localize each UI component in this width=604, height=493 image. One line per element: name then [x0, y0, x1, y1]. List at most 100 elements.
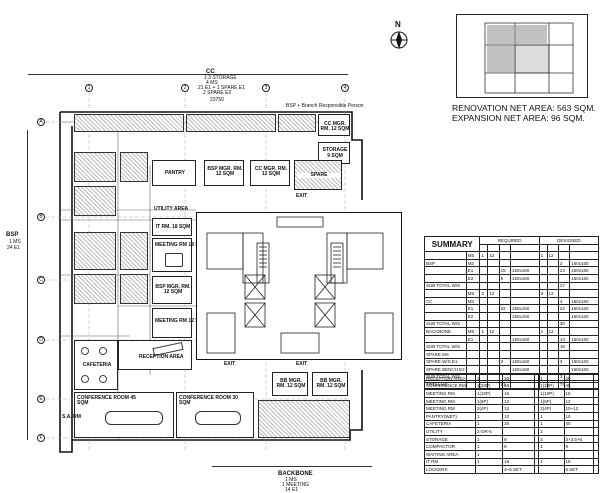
summary-cell	[546, 296, 559, 306]
summary-row: SPARE MS	[424, 349, 599, 359]
summary-cell: 160x160	[569, 258, 599, 268]
col-header	[538, 243, 548, 253]
summary-cell	[593, 465, 599, 474]
summary-cell: 18	[563, 457, 595, 467]
summary-cell	[538, 319, 548, 329]
summary-cell: 5	[498, 273, 511, 283]
summary-cell: 3	[479, 289, 489, 298]
summary-cell	[502, 449, 535, 459]
summary-cell	[487, 311, 500, 321]
cafe-table	[99, 347, 107, 355]
summary-cell	[563, 427, 595, 436]
room-storage-top: STORAGE 9 SQM	[318, 142, 350, 164]
summary-cell	[538, 342, 548, 351]
summary-cell: MS	[465, 289, 481, 298]
summary-cell	[509, 342, 540, 351]
summary-cell	[487, 342, 500, 351]
summary-cell	[465, 342, 481, 351]
bottom-dimension-line	[212, 466, 372, 467]
summary-cell: 22	[498, 304, 511, 313]
conference-table	[105, 411, 163, 425]
col-header	[509, 243, 540, 253]
summary-cell	[593, 396, 599, 406]
building-core	[196, 212, 402, 360]
summary-cell	[593, 404, 599, 413]
summary-row-label: WAITING AREA	[424, 449, 476, 459]
summary-cell: E2	[465, 311, 481, 321]
summary-cell	[498, 251, 511, 260]
room-spare-top: SPARE	[294, 160, 342, 190]
workstation-cluster-left-4	[74, 274, 116, 304]
summary-required-header: REQUIRED	[479, 236, 540, 245]
summary-cell	[479, 342, 489, 351]
left-note-1: 1 MS	[9, 239, 21, 245]
workstation-cluster-mid-1	[120, 152, 148, 182]
top-note-3: 21 E1 + 1 SPARE E1	[198, 85, 246, 91]
room-label: BB MGR. RM. 12 SQM	[276, 378, 306, 389]
bottom-note-3: 14 E1	[285, 487, 299, 493]
summary-cell: 1(10P)	[474, 389, 504, 398]
summary-cell: 24	[557, 266, 571, 275]
left-dimension-label: BSP	[6, 232, 19, 238]
summary-row-label: MEETING RM	[424, 404, 476, 413]
utility-area-label: UTILITY AREA	[154, 206, 189, 212]
summary-cell: 12	[502, 396, 535, 406]
summary-cell: 1	[479, 327, 489, 336]
summary-cell: 12	[563, 396, 595, 406]
summary-row-label: SPARE BENCH E2	[424, 365, 467, 374]
summary-cell: 4~5 SET	[502, 465, 535, 474]
summary-cell: 160x160	[569, 311, 599, 321]
summary-row-label: LOCKERS	[424, 465, 476, 474]
room-label: STORAGE	[322, 147, 348, 153]
summary-cell	[502, 427, 535, 436]
workstation-cluster-bottom	[258, 400, 350, 438]
summary-row-label: STORAGE	[424, 434, 476, 444]
summary-cell	[465, 357, 481, 367]
room-label: CC MGR. RM. 12 SQM	[320, 121, 350, 132]
summary-cell	[569, 289, 599, 298]
summary-cell: 22	[557, 304, 571, 313]
summary-cell: 160x160	[509, 273, 540, 283]
summary-cell: E1	[465, 266, 481, 275]
summary-row-label: MEETING RM	[424, 389, 476, 398]
summary-cell	[538, 449, 565, 459]
summary-cell	[487, 365, 500, 374]
summary-cell: 160x160	[509, 304, 540, 313]
room-label: BSP MGR. RM. 12 SQM	[155, 284, 191, 295]
summary-cell	[593, 381, 599, 391]
summary-cell	[546, 311, 559, 321]
summary-cell	[487, 334, 500, 344]
summary-cell: 160x160	[509, 365, 540, 374]
room-label: CONFERENCE ROOM 45 SQM	[77, 395, 136, 406]
summary-cell: 40	[563, 419, 595, 429]
summary-cell	[509, 251, 540, 260]
sa-room-label: S.A. RM	[62, 414, 81, 420]
top-dimension-label: CC	[206, 69, 215, 75]
summary-cell: 30	[502, 419, 535, 429]
summary-cell	[498, 342, 511, 351]
workstation-cluster-top-1	[74, 114, 184, 132]
summary-cell	[569, 327, 599, 336]
summary-row-label: SPARE W/S E1	[424, 357, 467, 367]
summary-cell	[593, 374, 599, 383]
summary-cell	[498, 258, 511, 268]
summary-cell	[557, 289, 571, 298]
room-label: IT RM. 18 SQM	[155, 224, 191, 230]
summary-cell	[479, 311, 489, 321]
room-bsp-mgr: BSP MGR. RM. 12 SQM	[204, 160, 244, 186]
summary-cell: 1	[474, 434, 504, 444]
summary-cell	[509, 319, 540, 329]
summary-row-label: RECEPTION AREA	[424, 374, 476, 383]
cafe-table	[81, 347, 89, 355]
summary-cell: 27	[557, 281, 571, 291]
summary-cell: 3	[538, 289, 548, 298]
summary-cell	[557, 365, 571, 374]
summary-row-label: BSP	[424, 258, 467, 268]
summary-cell	[465, 319, 481, 329]
